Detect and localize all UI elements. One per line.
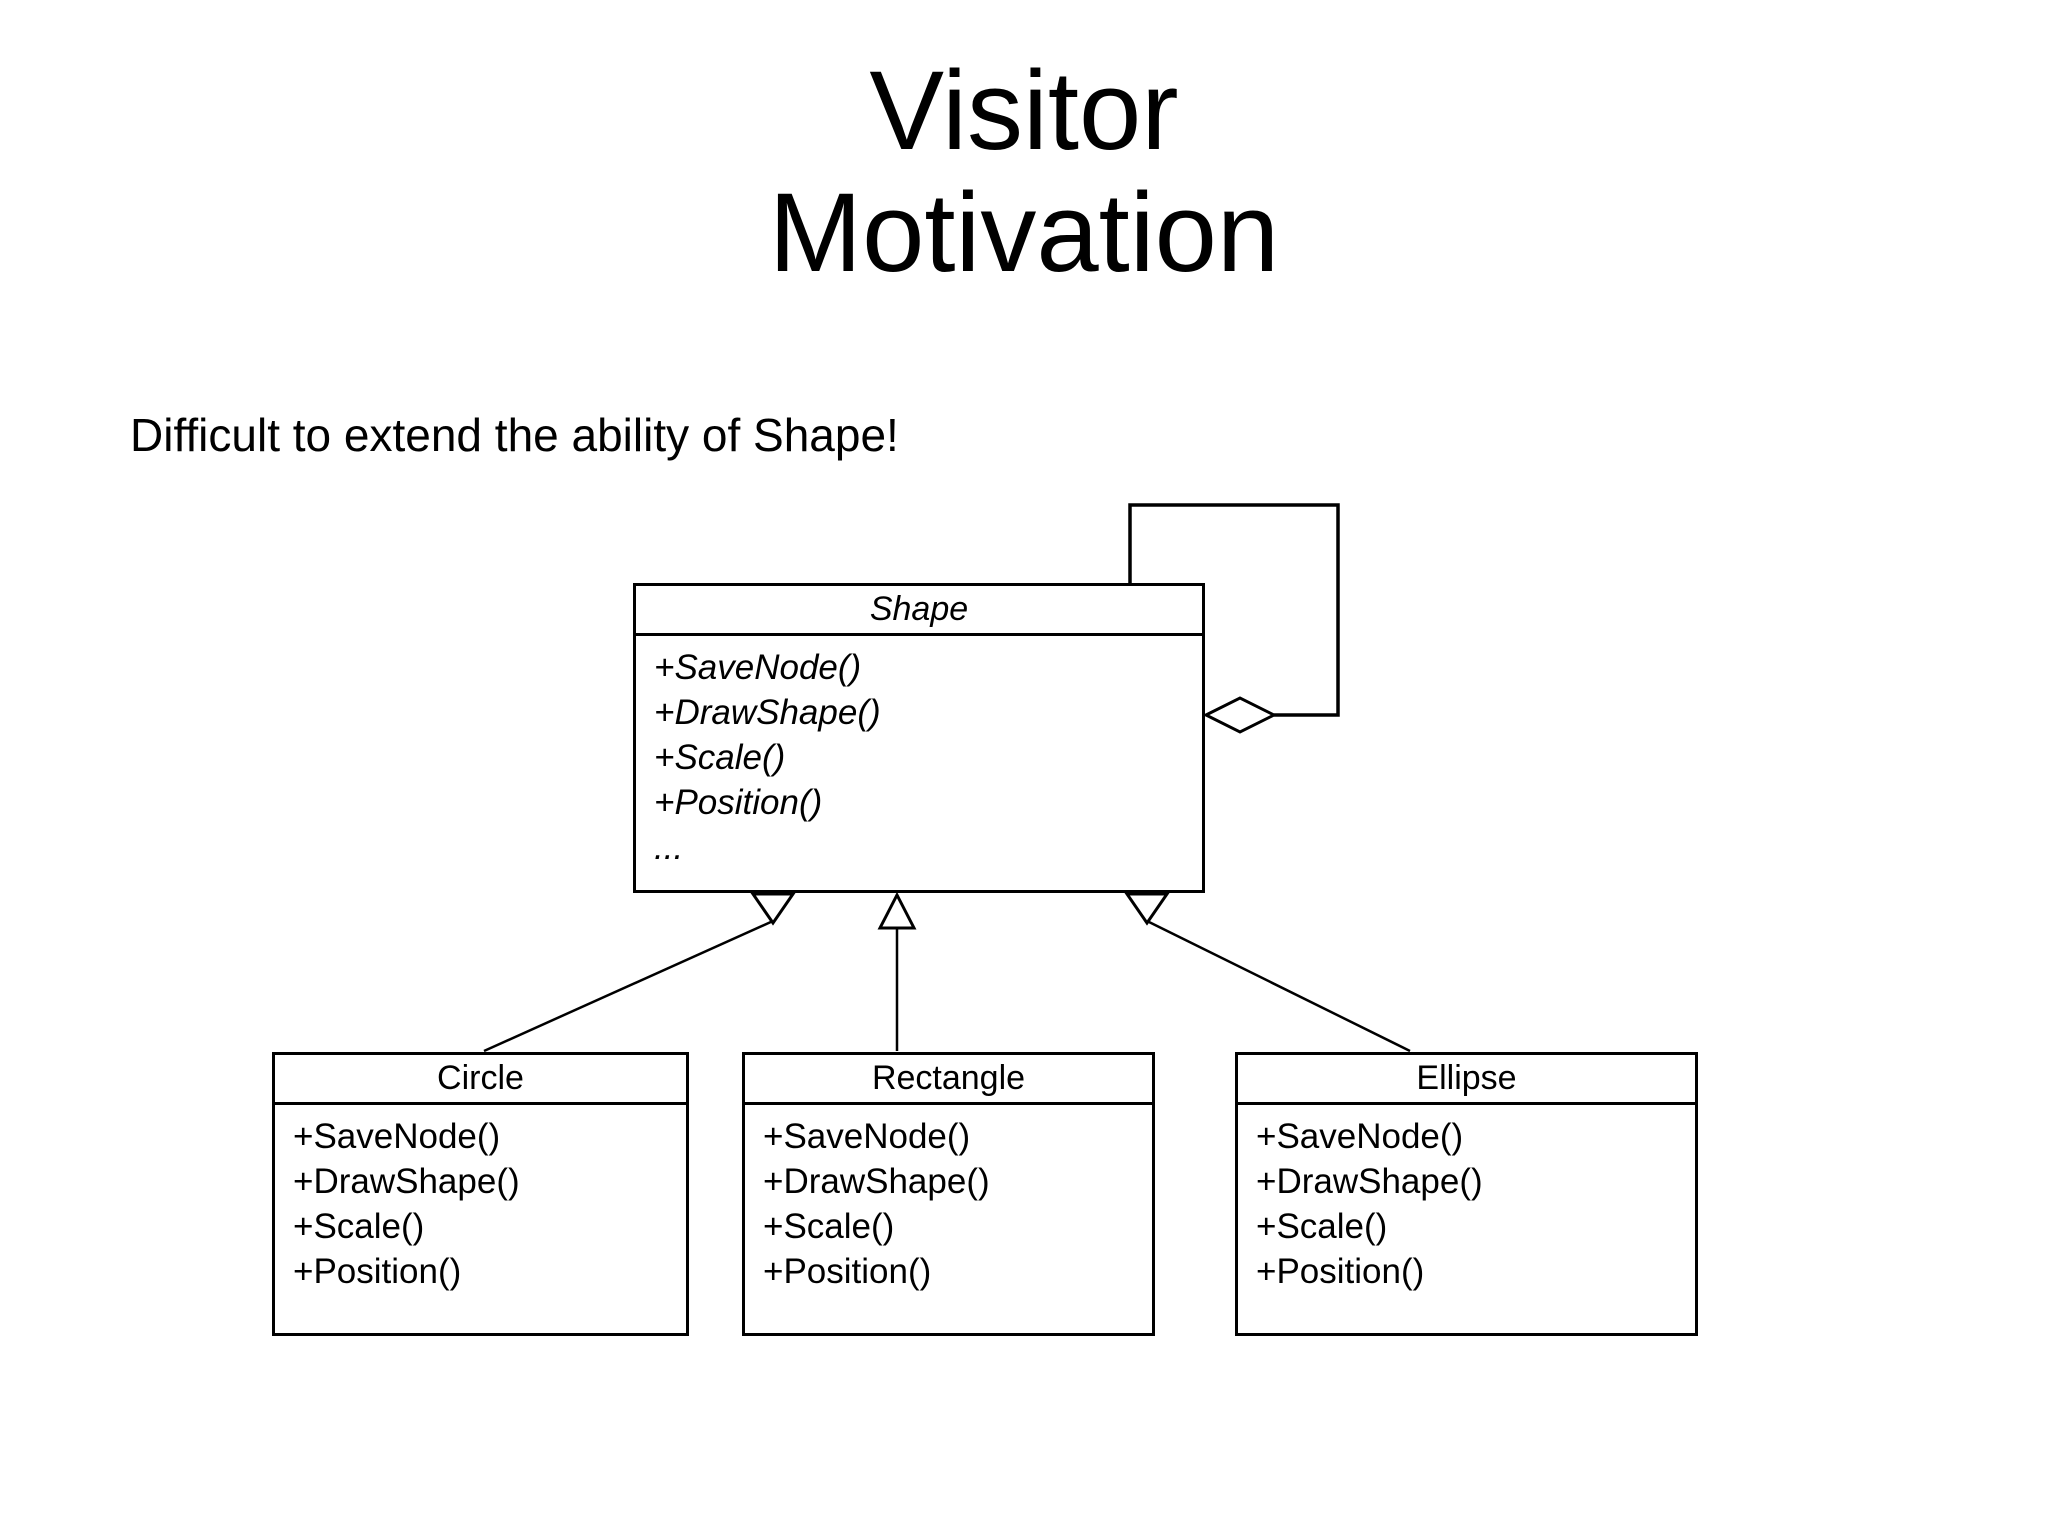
class-name-rectangle: Rectangle (745, 1055, 1152, 1105)
class-name-circle: Circle (275, 1055, 686, 1105)
self-association-line (1128, 503, 1340, 717)
slide-title-line1: Visitor (869, 48, 1179, 173)
generalization-line-ellipse (1146, 919, 1411, 1053)
method-row: +SaveNode() (293, 1117, 501, 1156)
method-row: +DrawShape() (1256, 1162, 1483, 1201)
class-box-ellipse: Ellipse +SaveNode() +DrawShape() +Scale(… (1235, 1052, 1698, 1336)
method-row-ellipsis: ... (654, 828, 684, 867)
method-row: +Position() (654, 783, 823, 822)
method-row: +SaveNode() (763, 1117, 971, 1156)
class-name-shape: Shape (636, 586, 1202, 636)
subtitle-text: Difficult to extend the ability of Shape… (130, 409, 899, 461)
method-row: +Position() (763, 1252, 932, 1291)
slide-title: Visitor Motivation (0, 50, 2048, 294)
method-row: +DrawShape() (763, 1162, 990, 1201)
class-box-rectangle: Rectangle +SaveNode() +DrawShape() +Scal… (742, 1052, 1155, 1336)
class-methods-ellipse: +SaveNode() +DrawShape() +Scale() +Posit… (1238, 1105, 1695, 1294)
method-row: +SaveNode() (1256, 1117, 1464, 1156)
generalization-line-circle (483, 919, 774, 1053)
generalization-arrow-ellipse-icon (1124, 892, 1170, 926)
method-row: +Scale() (654, 738, 786, 777)
class-box-shape: Shape +SaveNode() +DrawShape() +Scale() … (633, 583, 1205, 893)
class-methods-rectangle: +SaveNode() +DrawShape() +Scale() +Posit… (745, 1105, 1152, 1294)
method-row: +DrawShape() (654, 693, 881, 732)
class-methods-shape: +SaveNode() +DrawShape() +Scale() +Posit… (636, 636, 1202, 870)
generalization-arrow-circle-icon (750, 892, 796, 926)
method-row: +Position() (293, 1252, 462, 1291)
method-row: +Scale() (1256, 1207, 1388, 1246)
method-row: +Scale() (763, 1207, 895, 1246)
method-row: +Position() (1256, 1252, 1425, 1291)
method-row: +DrawShape() (293, 1162, 520, 1201)
aggregation-diamond-icon (1202, 696, 1278, 734)
class-methods-circle: +SaveNode() +DrawShape() +Scale() +Posit… (275, 1105, 686, 1294)
method-row: +Scale() (293, 1207, 425, 1246)
method-row: +SaveNode() (654, 648, 862, 687)
generalization-arrow-rectangle-icon (877, 891, 917, 930)
slide-title-line2: Motivation (768, 170, 1280, 295)
class-box-circle: Circle +SaveNode() +DrawShape() +Scale()… (272, 1052, 689, 1336)
class-name-ellipse: Ellipse (1238, 1055, 1695, 1105)
